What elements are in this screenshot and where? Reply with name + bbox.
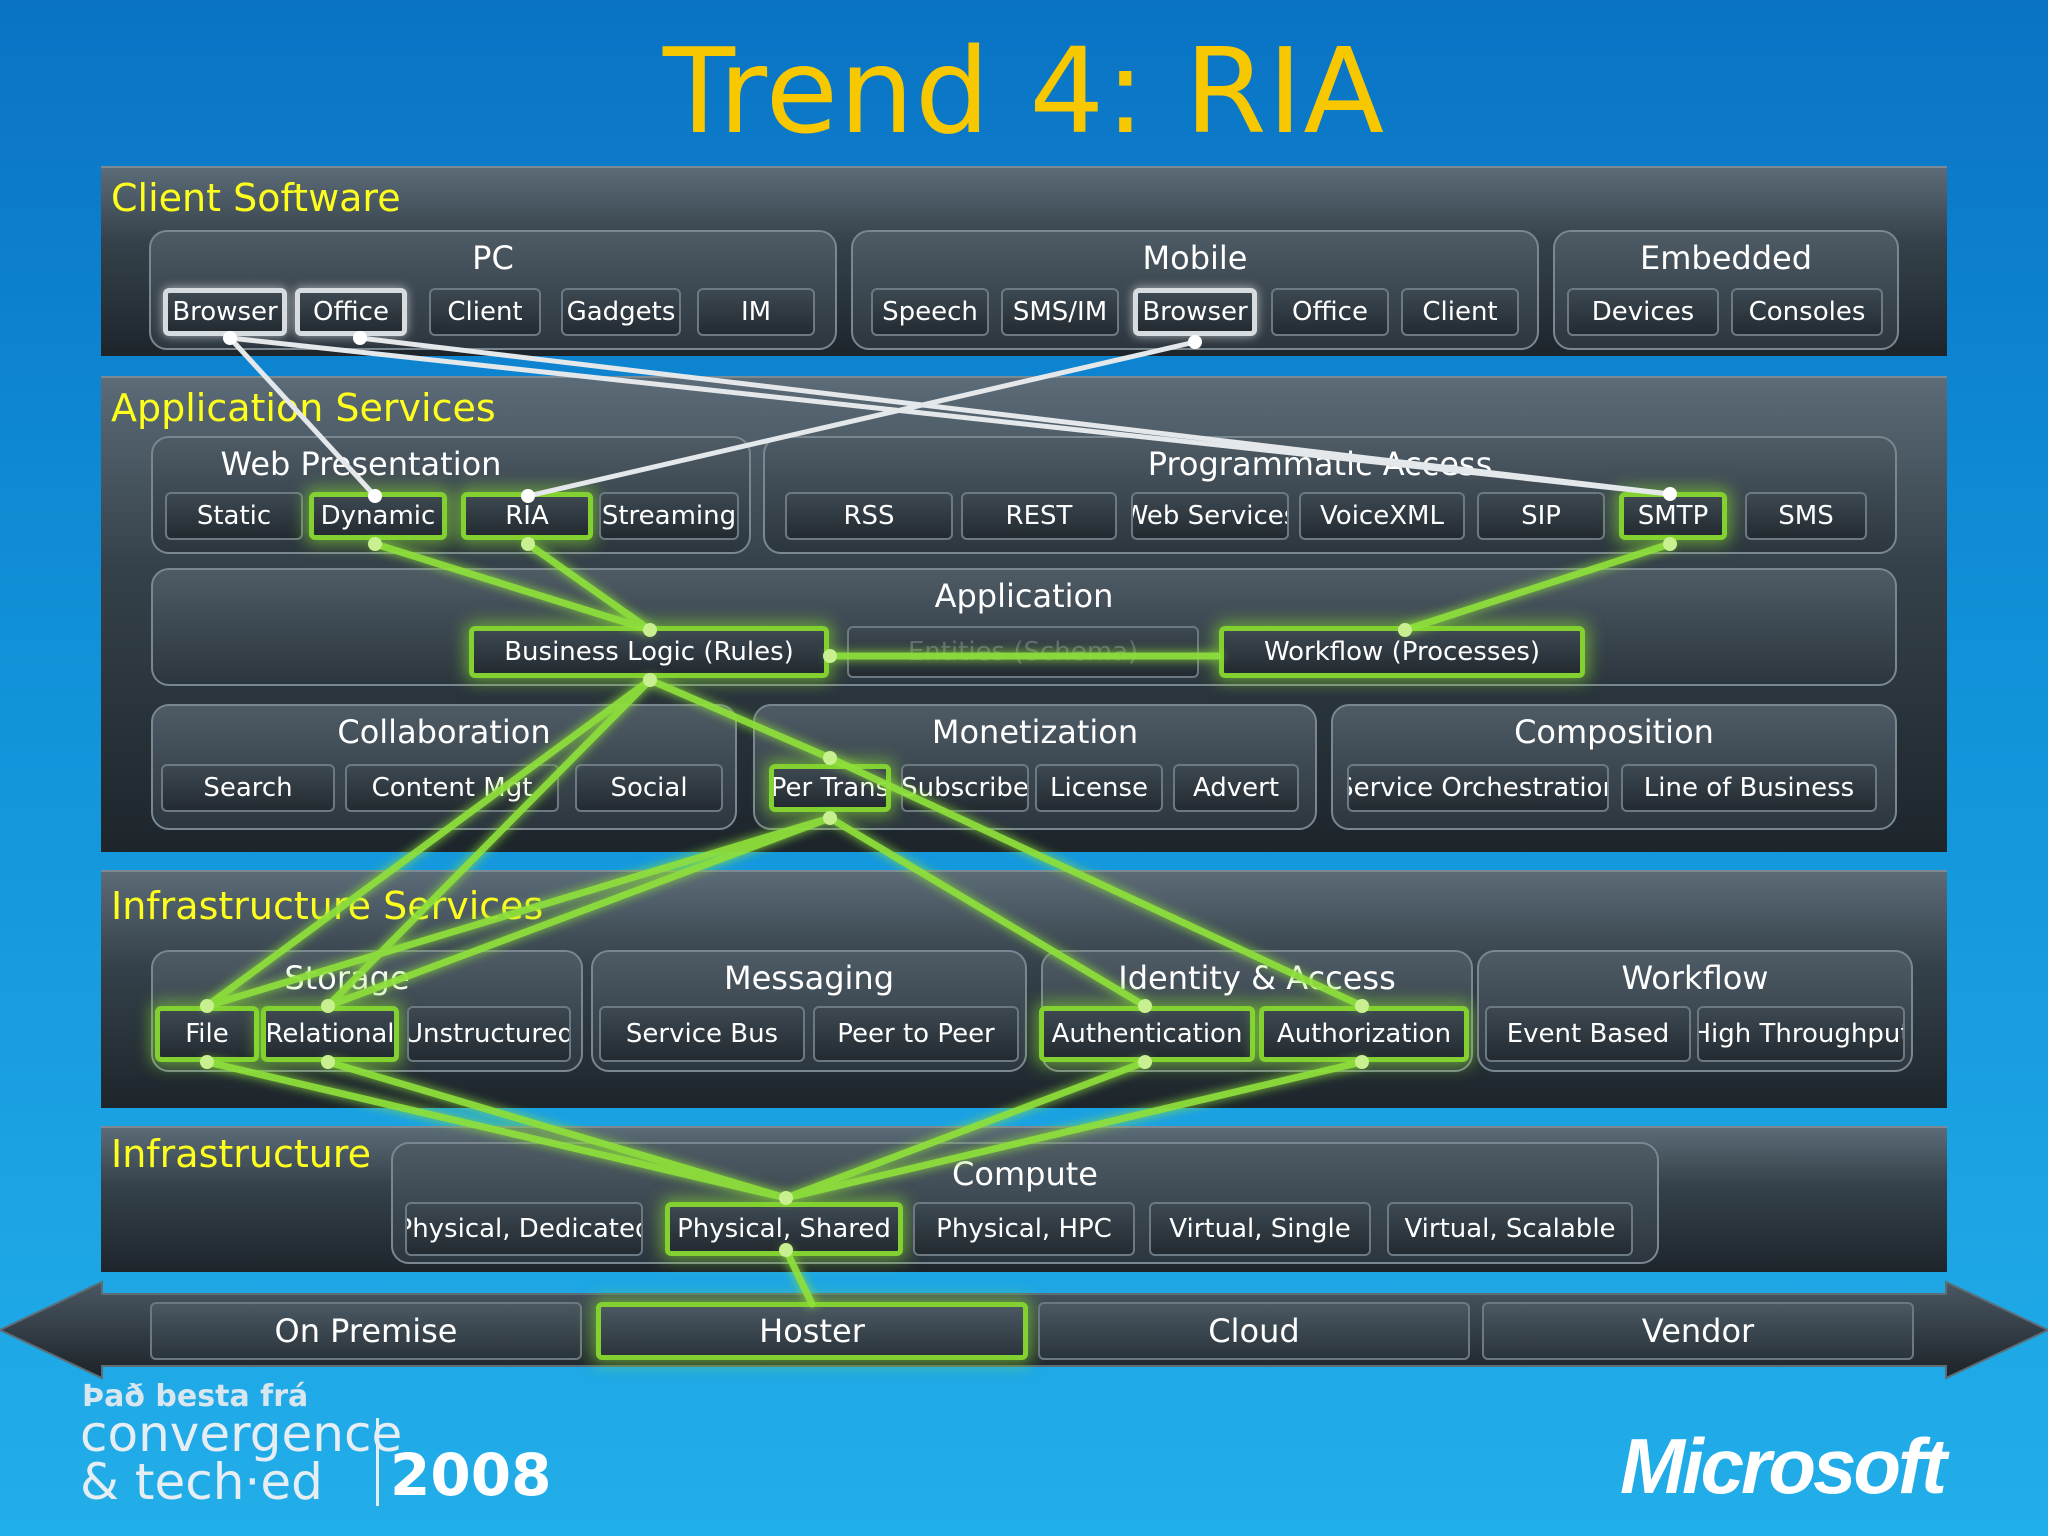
group-title: Compute [952,1155,1098,1193]
band-label: Infrastructure [111,1132,372,1176]
id-authentication[interactable]: Authentication [1039,1006,1255,1062]
group-workflow: Workflow Event Based High Throughput [1477,950,1913,1072]
pc-office[interactable]: Office [295,288,407,336]
pa-web-services[interactable]: Web Services [1131,492,1289,540]
conference-tagline: Það besta frá [82,1379,309,1414]
pa-voicexml[interactable]: VoiceXML [1299,492,1465,540]
mobile-speech[interactable]: Speech [871,288,989,336]
conference-name: convergence [80,1405,403,1463]
group-title: Workflow [1621,959,1769,997]
app-workflow[interactable]: Workflow (Processes) [1219,626,1585,678]
group-title: Identity & Access [1118,959,1396,997]
embedded-devices[interactable]: Devices [1567,288,1719,336]
pa-rest[interactable]: REST [961,492,1117,540]
msg-service-bus[interactable]: Service Bus [599,1006,805,1062]
group-title: Embedded [1639,239,1812,277]
app-entities[interactable]: Entities (Schema) [847,626,1199,678]
group-messaging: Messaging Service Bus Peer to Peer [591,950,1027,1072]
band-label: Application Services [111,386,496,430]
wf-event-based[interactable]: Event Based [1485,1006,1691,1062]
group-pc: PC Browser Office Client Gadgets IM [149,230,837,350]
mobile-sms-im[interactable]: SMS/IM [1001,288,1119,336]
group-title: Collaboration [337,713,551,751]
group-title: Storage [284,959,410,997]
hosting-hoster[interactable]: Hoster [596,1302,1028,1360]
mobile-browser[interactable]: Browser [1133,288,1257,336]
pa-rss[interactable]: RSS [785,492,953,540]
web-dynamic[interactable]: Dynamic [309,492,447,540]
group-application: Application Business Logic (Rules) Entit… [151,568,1897,686]
slide-title: Trend 4: RIA [662,22,1386,160]
group-embedded: Embedded Devices Consoles [1553,230,1899,350]
group-title: Application [934,577,1114,615]
storage-unstructured[interactable]: Unstructured [407,1006,571,1062]
group-title: Programmatic Access [1147,445,1493,483]
group-title: Mobile [1142,239,1248,277]
compute-physical-shared[interactable]: Physical, Shared [665,1202,903,1256]
compute-physical-dedicated[interactable]: Physical, Dedicated [405,1202,643,1256]
band-label: Infrastructure Services [111,884,544,928]
group-title: Messaging [723,959,895,997]
msg-peer-to-peer[interactable]: Peer to Peer [813,1006,1019,1062]
pc-gadgets[interactable]: Gadgets [561,288,681,336]
mobile-office[interactable]: Office [1271,288,1389,336]
comp-line-of-business[interactable]: Line of Business [1621,764,1877,812]
group-web-presentation: Web Presentation Static Dynamic RIA Stre… [151,436,751,554]
hosting-cloud[interactable]: Cloud [1038,1302,1470,1360]
pc-client[interactable]: Client [429,288,541,336]
mon-per-trans[interactable]: Per Trans [769,764,891,812]
group-title: PC [472,239,514,277]
group-title: Monetization [931,713,1139,751]
group-title: Web Presentation [220,445,502,483]
web-ria[interactable]: RIA [461,492,593,540]
embedded-consoles[interactable]: Consoles [1731,288,1883,336]
mon-license[interactable]: License [1035,764,1163,812]
band-label: Client Software [111,176,401,220]
group-storage: Storage File Relational Unstructured [151,950,583,1072]
band-application-services: Application Services Web Presentation St… [101,376,1947,852]
group-monetization: Monetization Per Trans Subscribe License… [753,704,1317,830]
conference-year: 2008 [390,1441,552,1509]
id-authorization[interactable]: Authorization [1259,1006,1469,1062]
compute-virtual-single[interactable]: Virtual, Single [1149,1202,1371,1256]
pa-sms[interactable]: SMS [1745,492,1867,540]
web-streaming[interactable]: Streaming [599,492,739,540]
comp-service-orchestration[interactable]: Service Orchestration [1347,764,1609,812]
app-business-logic[interactable]: Business Logic (Rules) [469,626,829,678]
wf-high-throughput[interactable]: High Throughput [1697,1006,1905,1062]
conference-divider [376,1418,379,1506]
band-infrastructure-services: Infrastructure Services Storage File Rel… [101,870,1947,1108]
web-static[interactable]: Static [165,492,303,540]
conference-subname: & tech·ed [80,1453,323,1511]
group-compute: Compute Physical, Dedicated Physical, Sh… [391,1142,1659,1264]
collab-social[interactable]: Social [575,764,723,812]
band-infrastructure: Infrastructure Compute Physical, Dedicat… [101,1126,1947,1272]
mon-advert[interactable]: Advert [1173,764,1299,812]
microsoft-logo: Microsoft [1620,1422,1947,1510]
mon-subscribe[interactable]: Subscribe [901,764,1029,812]
group-programmatic-access: Programmatic Access RSS REST Web Service… [763,436,1897,554]
pa-sip[interactable]: SIP [1477,492,1605,540]
compute-virtual-scalable[interactable]: Virtual, Scalable [1387,1202,1633,1256]
collab-search[interactable]: Search [161,764,335,812]
hosting-vendor[interactable]: Vendor [1482,1302,1914,1360]
group-identity-access: Identity & Access Authentication Authori… [1039,950,1473,1072]
pa-smtp[interactable]: SMTP [1619,492,1727,540]
band-client-software: Client Software PC Browser Office Client… [101,166,1947,356]
hosting-on-premise[interactable]: On Premise [150,1302,582,1360]
group-mobile: Mobile Speech SMS/IM Browser Office Clie… [851,230,1539,350]
storage-file[interactable]: File [155,1006,259,1062]
group-composition: Composition Service Orchestration Line o… [1331,704,1897,830]
conference-logo: convergence & tech·ed [80,1405,403,1511]
collab-content-mgt[interactable]: Content Mgt [345,764,559,812]
group-title: Composition [1514,713,1714,751]
pc-im[interactable]: IM [697,288,815,336]
mobile-client[interactable]: Client [1401,288,1519,336]
compute-physical-hpc[interactable]: Physical, HPC [913,1202,1135,1256]
storage-relational[interactable]: Relational [261,1006,399,1062]
pc-browser[interactable]: Browser [163,288,287,336]
group-collaboration: Collaboration Search Content Mgt Social [151,704,737,830]
